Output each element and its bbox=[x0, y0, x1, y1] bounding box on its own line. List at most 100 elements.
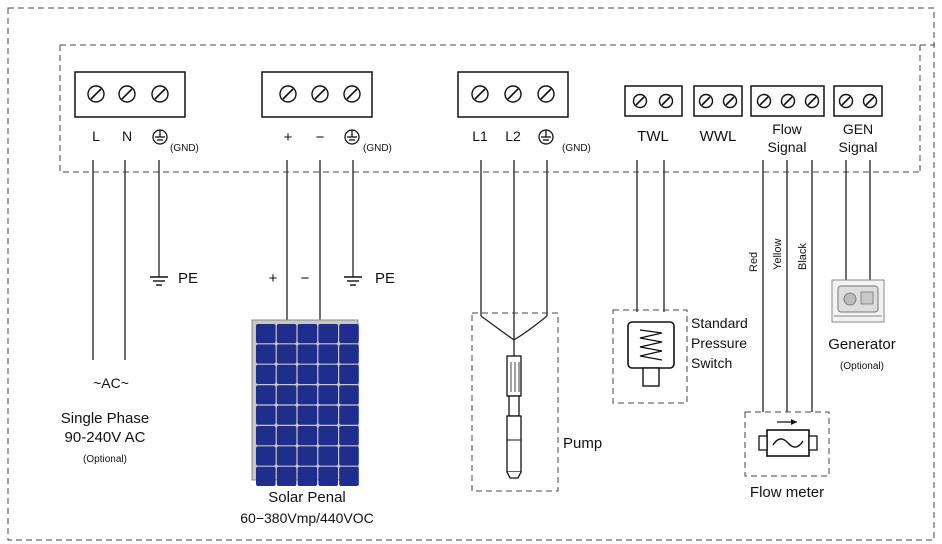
pump-well bbox=[471, 312, 559, 492]
solar-cell bbox=[297, 324, 318, 344]
solar-cell bbox=[276, 426, 297, 446]
solar-cell bbox=[256, 324, 276, 344]
minus-label: − bbox=[301, 270, 310, 287]
flow-label-line1: Flow bbox=[772, 121, 802, 137]
solar-title: Solar Penal bbox=[268, 489, 346, 506]
solar-cell bbox=[318, 446, 338, 466]
outer-frame bbox=[7, 7, 935, 541]
wwl-label: WWL bbox=[700, 128, 737, 145]
earth-icon bbox=[150, 276, 168, 286]
gen-terminal-block bbox=[833, 85, 883, 117]
solar-cell bbox=[318, 405, 338, 425]
ac-terminal-block bbox=[74, 71, 186, 118]
ground-icon bbox=[344, 129, 360, 145]
screw-icon bbox=[756, 93, 772, 109]
screw-icon bbox=[118, 85, 136, 103]
screw-icon bbox=[471, 85, 489, 103]
solar-panel-icon bbox=[251, 319, 359, 486]
switch-label-line3: Switch bbox=[691, 355, 732, 371]
solar-spec: 60−380Vmp/440VOC bbox=[240, 510, 373, 526]
screw-icon bbox=[279, 85, 297, 103]
flow-terminal-block bbox=[750, 85, 825, 117]
solar-cell bbox=[297, 466, 318, 486]
screw-icon bbox=[862, 93, 878, 109]
solar-cell bbox=[297, 405, 318, 425]
ac-label: ~AC~ bbox=[93, 375, 129, 391]
wire-yellow-label: Yellow bbox=[772, 239, 784, 270]
ground-icon bbox=[152, 129, 168, 145]
pressure-switch-icon bbox=[627, 321, 675, 387]
gen-label-line2: Signal bbox=[839, 139, 878, 155]
solar-cell bbox=[276, 385, 297, 405]
screw-icon bbox=[804, 93, 820, 109]
plus-label: + bbox=[269, 270, 278, 287]
controller-strip bbox=[59, 44, 935, 173]
wwl-terminal-block bbox=[693, 85, 743, 117]
solar-cell bbox=[318, 466, 338, 486]
pe-label: PE bbox=[178, 270, 198, 287]
wire-red-label: Red bbox=[748, 252, 760, 272]
solar-cell bbox=[297, 446, 318, 466]
screw-icon bbox=[537, 85, 555, 103]
screw-icon bbox=[632, 93, 648, 109]
solar-cell bbox=[256, 385, 276, 405]
terminal-label-plus: + bbox=[284, 129, 293, 146]
gnd-note: (GND) bbox=[562, 143, 591, 154]
solar-cell bbox=[297, 364, 318, 384]
solar-cell bbox=[276, 364, 297, 384]
pump-label: Pump bbox=[563, 435, 602, 452]
twl-terminal-block bbox=[624, 85, 683, 117]
screw-icon bbox=[87, 85, 105, 103]
solar-cell bbox=[297, 344, 318, 364]
solar-cell bbox=[276, 344, 297, 364]
flow-label-line2: Signal bbox=[768, 139, 807, 155]
solar-cell bbox=[297, 385, 318, 405]
ac-optional: (Optional) bbox=[83, 454, 127, 465]
gnd-note: (GND) bbox=[363, 143, 392, 154]
solar-cell bbox=[318, 385, 338, 405]
solar-cell bbox=[339, 324, 359, 344]
terminal-label-l2: L2 bbox=[505, 128, 521, 144]
twl-label: TWL bbox=[637, 128, 669, 145]
pump-icon bbox=[506, 355, 522, 479]
solar-cell bbox=[297, 426, 318, 446]
solar-cell bbox=[256, 344, 276, 364]
solar-cell bbox=[318, 344, 338, 364]
terminal-label-n: N bbox=[122, 128, 132, 144]
solar-cell bbox=[256, 446, 276, 466]
solar-terminal-block bbox=[261, 71, 373, 118]
terminal-label-l1: L1 bbox=[472, 128, 488, 144]
switch-label-line1: Standard bbox=[691, 315, 748, 331]
ground-icon bbox=[538, 129, 554, 145]
screw-icon bbox=[722, 93, 738, 109]
screw-icon bbox=[658, 93, 674, 109]
solar-cell bbox=[318, 426, 338, 446]
solar-cell bbox=[339, 446, 359, 466]
generator-label: Generator bbox=[828, 336, 896, 353]
pe-label: PE bbox=[375, 270, 395, 287]
earth-icon bbox=[344, 276, 362, 286]
solar-cell bbox=[276, 405, 297, 425]
screw-icon bbox=[311, 85, 329, 103]
terminal-label-l: L bbox=[92, 128, 100, 144]
solar-cell bbox=[276, 446, 297, 466]
flow-meter-frame bbox=[744, 411, 830, 477]
solar-cell bbox=[339, 466, 359, 486]
solar-cell bbox=[339, 426, 359, 446]
solar-cell bbox=[318, 364, 338, 384]
screw-icon bbox=[504, 85, 522, 103]
screw-icon bbox=[698, 93, 714, 109]
flow-meter-icon bbox=[758, 419, 818, 457]
switch-frame bbox=[612, 309, 688, 404]
solar-cell bbox=[256, 364, 276, 384]
pump-terminal-block bbox=[457, 71, 569, 118]
screw-icon bbox=[780, 93, 796, 109]
screw-icon bbox=[151, 85, 169, 103]
gen-label-line1: GEN bbox=[843, 121, 873, 137]
wire-black-label: Black bbox=[797, 243, 809, 270]
solar-cell bbox=[318, 324, 338, 344]
screw-icon bbox=[838, 93, 854, 109]
solar-cell bbox=[339, 364, 359, 384]
solar-cell bbox=[339, 405, 359, 425]
